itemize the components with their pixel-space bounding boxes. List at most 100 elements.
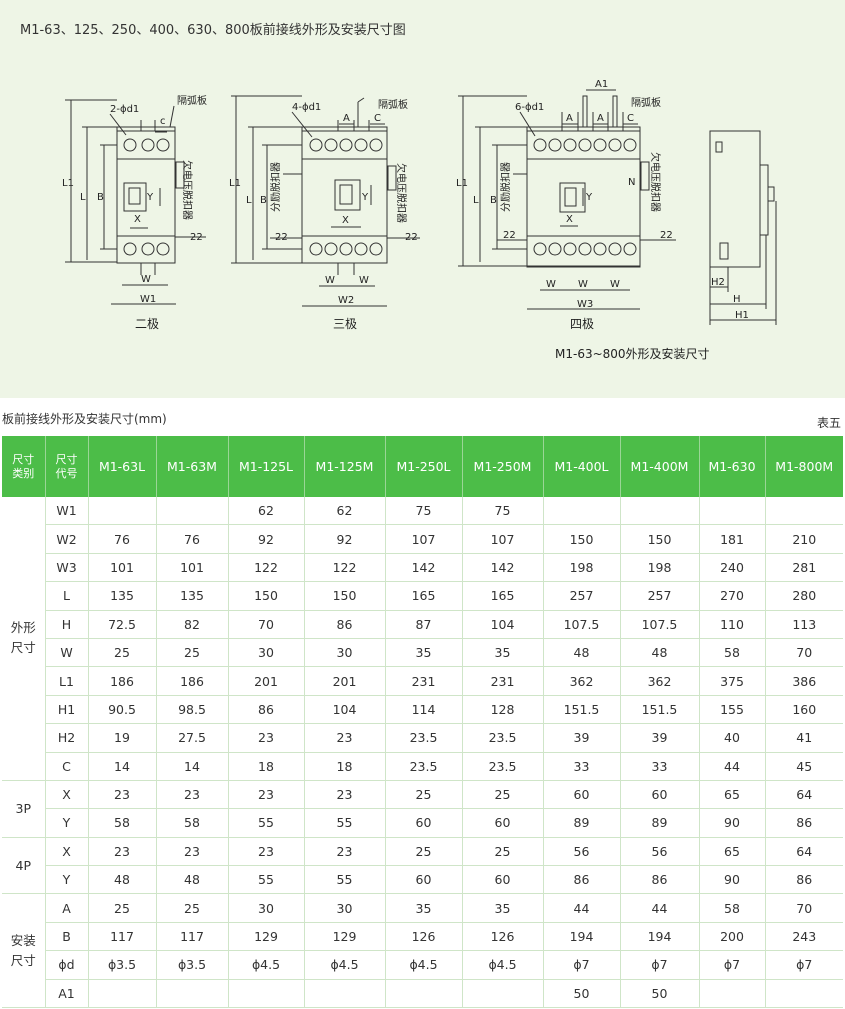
label-W2-3p: W2 [338,295,354,306]
value-cell: 58 [699,638,766,668]
value-cell: 44 [699,752,766,781]
value-cell: 82 [156,610,229,639]
value-cell: 135 [88,581,157,611]
value-cell [228,979,305,1009]
value-cell: ϕ4.5 [304,950,386,980]
dimension-drawings: 2-ϕd1 隔弧板 c L1 L B X Y 22 W W1 欠电压脱扣器 二极… [62,79,777,361]
drawing-4-pole [458,89,676,310]
label-B-2p: B [97,192,104,203]
value-cell: 107.5 [620,610,700,639]
label-A-right-4p: A [597,113,604,124]
label-L1-3p: L1 [229,178,241,189]
value-cell: 257 [620,581,700,611]
value-cell: 50 [620,979,700,1009]
header-model: M1-63L [88,436,157,497]
value-cell: 101 [88,553,157,583]
value-cell: 48 [620,638,700,668]
value-cell: 107.5 [543,610,621,639]
value-cell [620,497,700,526]
label-arc-plate-4p: 隔弧板 [631,96,661,109]
code-cell: X [45,780,89,810]
value-cell: ϕ3.5 [88,950,157,980]
header-model: M1-63M [156,436,229,497]
value-cell: 86 [765,865,843,895]
value-cell: 23.5 [462,752,544,781]
value-cell: 30 [304,893,386,923]
value-cell: 280 [765,581,843,611]
label-B-3p: B [260,195,267,206]
label-22-2p: 22 [190,232,203,243]
value-cell: 25 [385,837,463,867]
value-cell: 151.5 [620,695,700,725]
value-cell: 142 [462,553,544,583]
value-cell: 14 [156,752,229,781]
value-cell: 30 [228,893,305,923]
label-B-4p: B [490,195,497,206]
value-cell: 18 [304,752,386,781]
value-cell: 64 [765,837,843,867]
value-cell: 25 [156,638,229,668]
value-cell: 65 [699,837,766,867]
value-cell: 60 [462,865,544,895]
label-holes-2p: 2-ϕd1 [110,104,139,115]
header-model: M1-630 [699,436,766,497]
value-cell: 23 [88,837,157,867]
value-cell: 60 [385,808,463,838]
label-H1-side: H1 [735,310,749,321]
value-cell: 48 [543,638,621,668]
value-cell: 70 [228,610,305,639]
caption-2-pole: 二极 [135,317,159,331]
table-caption: 板前接线外形及安装尺寸(mm) [2,412,167,426]
value-cell: 56 [620,837,700,867]
label-W1-2p: W1 [140,294,156,305]
code-cell: H2 [45,723,89,753]
value-cell: 23 [304,723,386,753]
value-cell: 33 [620,752,700,781]
value-cell: 58 [699,893,766,923]
value-cell: 23 [228,837,305,867]
value-cell: 198 [543,553,621,583]
value-cell: 25 [462,837,544,867]
value-cell: 257 [543,581,621,611]
code-cell: H1 [45,695,89,725]
value-cell: 201 [304,666,386,696]
value-cell: 23 [228,780,305,810]
label-W-2p: W [141,274,151,285]
header-category: 尺寸类别 [2,436,46,497]
value-cell [88,497,157,526]
header-code: 尺寸代号 [45,436,89,497]
value-cell [699,979,766,1009]
value-cell: 70 [765,893,843,923]
value-cell: 25 [462,780,544,810]
label-N-4p: N [628,177,635,188]
label-holes-3p: 4-ϕd1 [292,102,321,113]
header-model: M1-400M [620,436,700,497]
code-cell: X [45,837,89,867]
value-cell: 165 [462,581,544,611]
value-cell: 55 [228,865,305,895]
label-W-2-4p: W [578,279,588,290]
code-cell: W [45,638,89,668]
label-L-4p: L [473,195,479,206]
value-cell: 150 [228,581,305,611]
value-cell: 45 [765,752,843,781]
value-cell: 155 [699,695,766,725]
drawing-side-view [709,130,777,325]
value-cell: 107 [385,524,463,554]
value-cell: ϕ7 [699,950,766,980]
value-cell: 194 [543,922,621,952]
label-undervoltage-4p: 欠电压脱扣器 [649,152,662,212]
label-W-left-3p: W [325,275,335,286]
value-cell: 44 [543,893,621,923]
category-cell: 外形尺寸 [2,497,46,781]
label-Y-2p: Y [146,192,154,203]
